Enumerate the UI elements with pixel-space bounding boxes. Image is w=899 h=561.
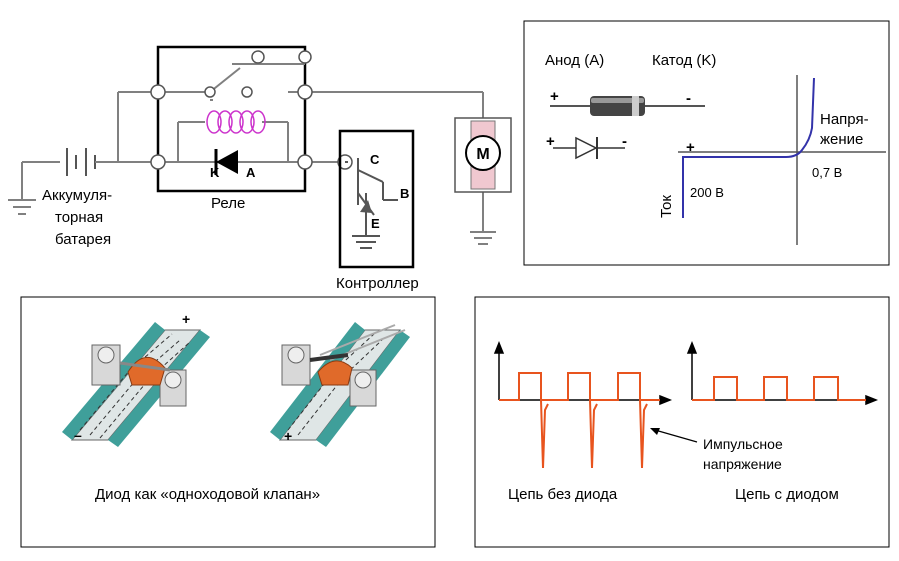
reverse-voltage-label: 200 B — [690, 185, 724, 200]
iv-axes — [678, 75, 886, 245]
battery-label-3: батарея — [55, 231, 111, 248]
caption-without-diode: Цепь без диода — [508, 486, 618, 503]
battery-label-2: торная — [55, 209, 103, 226]
diode-minus-label: - — [686, 90, 691, 107]
transistor-c-label: C — [370, 152, 380, 167]
pulse-arrow-icon — [650, 428, 698, 443]
relay-diode-k-label: K — [210, 165, 220, 180]
diode-component-icon — [550, 96, 705, 116]
valve-right-plus: + — [284, 428, 292, 444]
waveform-without-diode — [499, 372, 660, 469]
waveform-panel — [474, 296, 890, 548]
iv-curve — [682, 77, 815, 218]
current-label: Ток — [658, 195, 675, 218]
anode-label: Анод (A) — [545, 52, 604, 69]
battery-label-1: Аккумуля- — [42, 187, 112, 204]
valve-illustration-right — [270, 322, 410, 447]
transistor-b-label: B — [400, 186, 409, 201]
motor-label: M — [476, 146, 489, 163]
symbol-minus-label: - — [622, 133, 627, 150]
cathode-label: Катод (K) — [652, 52, 716, 69]
relay-diode-a-label: A — [246, 165, 256, 180]
waveform-with-diode — [692, 376, 866, 401]
forward-voltage-label: 0,7 B — [812, 165, 842, 180]
controller-box — [338, 129, 415, 269]
relay-coil-icon — [206, 110, 266, 134]
symbol-plus-label: + — [546, 133, 555, 150]
relay-terminals — [150, 50, 353, 170]
voltage-label-1: Напря- — [820, 111, 869, 128]
axis-plus-label: + — [686, 139, 695, 156]
waveform-axes-without — [493, 340, 673, 406]
relay-diode-icon — [214, 149, 238, 175]
pulse-label-1: Импульсное — [703, 436, 783, 452]
valve-left-minus: – — [74, 427, 82, 443]
diode-symbol-icon — [553, 136, 625, 160]
battery-icon — [66, 148, 96, 176]
pulse-label-2: напряжение — [703, 456, 782, 472]
controller-label: Контроллер — [336, 275, 419, 292]
diode-plus-label: + — [550, 88, 559, 105]
transistor-e-label: E — [371, 216, 380, 231]
relay-label: Реле — [211, 195, 245, 212]
voltage-label-2: жение — [820, 131, 863, 148]
valve-illustration-left — [62, 322, 210, 447]
caption-with-diode: Цепь с диодом — [735, 486, 839, 503]
valve-left-plus: + — [182, 311, 190, 327]
motor-icon: M — [454, 117, 512, 193]
valve-caption: Диод как «одноходовой клапан» — [95, 486, 320, 503]
